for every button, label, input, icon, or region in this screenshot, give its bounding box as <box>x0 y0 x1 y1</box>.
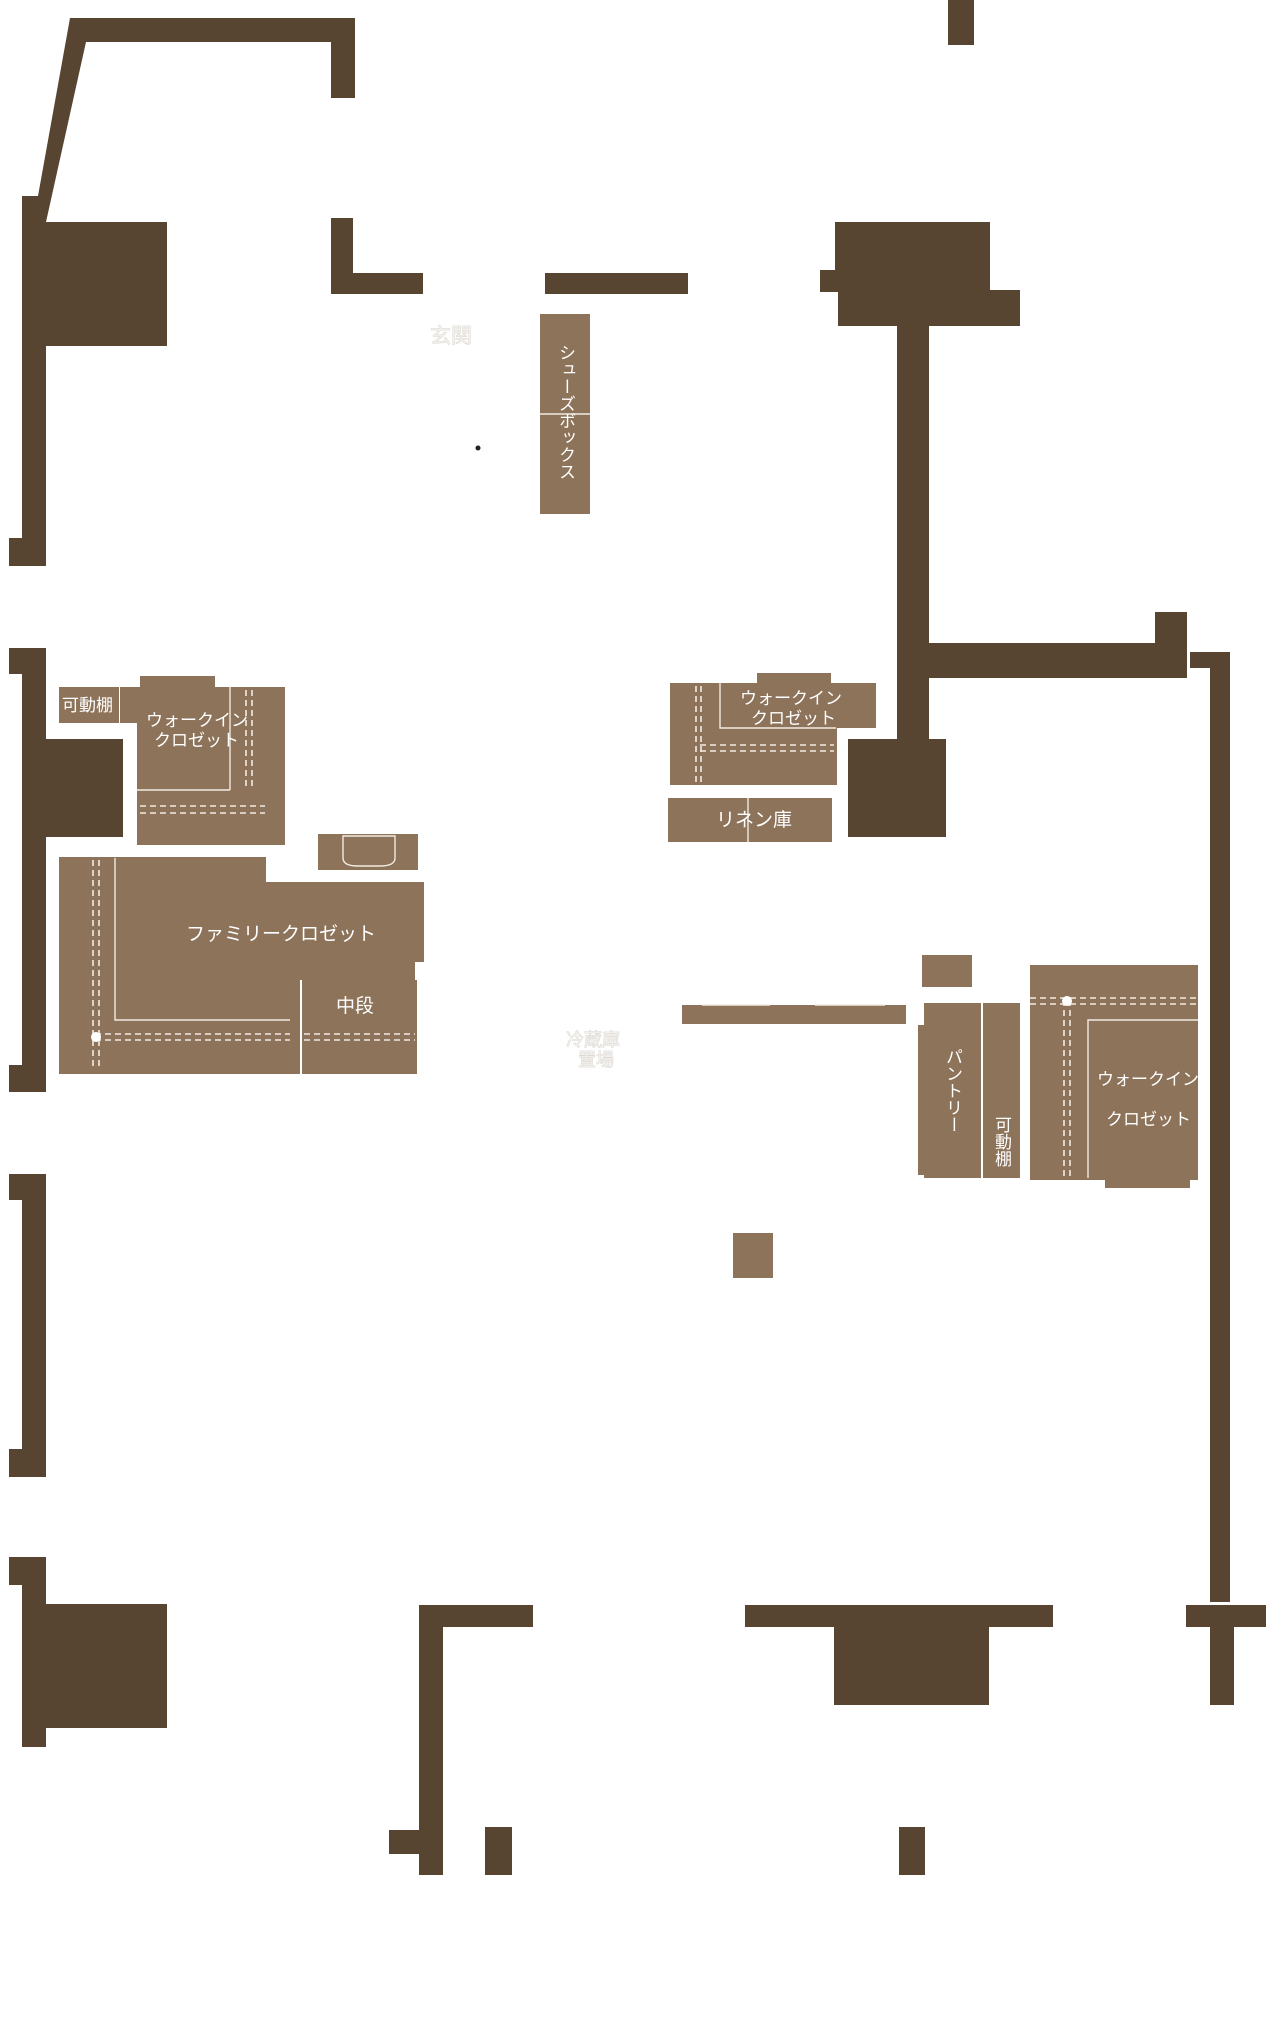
pantry-unit <box>924 1003 981 1178</box>
wall-left-bottom-head <box>9 1557 27 1585</box>
walkin-closet-right-label-2: クロゼット <box>1106 1110 1191 1130</box>
fridge-label-1: 冷蔵庫 <box>566 1030 620 1051</box>
labels: 玄関 シューズボックス 可動棚 ウォークイン クロゼット ファミリークロゼット … <box>62 324 1199 1168</box>
wall-right-corner <box>1155 612 1187 678</box>
column-left-middle <box>46 739 123 837</box>
middle-shelf-unit <box>302 980 417 1074</box>
walkin-closet-left-ext <box>120 687 140 723</box>
entrance-label: 玄関 <box>430 324 472 348</box>
wall-entrance-right <box>545 273 688 294</box>
pipe-marker-right <box>1062 996 1072 1006</box>
walls <box>9 0 1266 1875</box>
middle-shelf-label: 中段 <box>336 995 374 1017</box>
wall-left-middle-foot <box>9 1065 46 1092</box>
small-column <box>733 1233 773 1278</box>
pantry-door <box>918 1025 926 1175</box>
walkin-closet-right-label-1: ウォークイン <box>1097 1070 1199 1090</box>
walkin-closet-upper-label-1: ウォークイン <box>740 689 842 709</box>
wall-entrance-left-horiz <box>331 273 423 294</box>
entrance-dot <box>475 445 481 451</box>
storage-units <box>59 314 1198 1278</box>
wall-center-horizontal <box>929 643 1187 678</box>
wall-left-bottom <box>22 1557 46 1747</box>
wall-bottom-stub-right <box>899 1827 925 1875</box>
walkin-closet-right-unit <box>1030 965 1198 1180</box>
wall-bottom-stub-left <box>485 1827 512 1875</box>
walkin-closet-left-side <box>265 687 285 790</box>
wall-right-vertical <box>1210 652 1230 1602</box>
wall-left-lower-foot <box>9 1449 46 1477</box>
wall-left-middle-head <box>9 648 27 674</box>
wall-left-lower-head <box>9 1174 27 1200</box>
adjustable-shelf-right-label: 可動棚 <box>991 1116 1012 1168</box>
basin-counter <box>318 834 418 870</box>
walkin-closet-upper-ext <box>836 683 876 728</box>
shoebox-label: シューズボックス <box>555 344 575 480</box>
column-center <box>848 739 946 837</box>
adjustable-shelf-left-unit <box>59 687 119 723</box>
wall-right-vertical-cap <box>1190 652 1230 668</box>
wall-top-left-diagonal <box>22 18 355 222</box>
column-top-left <box>46 222 167 346</box>
walkin-closet-left-label-1: ウォークイン <box>146 711 248 731</box>
wall-bottom-horizontal-left <box>419 1605 533 1627</box>
linen-storage-unit <box>668 798 832 842</box>
wall-left-middle <box>22 648 46 1092</box>
walkin-closet-left-label-2: クロゼット <box>154 731 239 751</box>
column-bottom-left <box>46 1604 167 1728</box>
wall-top-left-stub <box>331 18 355 98</box>
walkin-closet-left-cap <box>140 676 215 688</box>
wall-bottom-right-vertical <box>1210 1605 1234 1705</box>
linen-storage-label: リネン庫 <box>716 809 792 831</box>
adjustable-shelf-left-label: 可動棚 <box>62 696 113 716</box>
wall-left-upper <box>22 196 46 566</box>
wall-left-lower <box>22 1174 46 1477</box>
pipe-marker-left <box>91 1032 101 1042</box>
walkin-closet-upper-body <box>670 728 837 785</box>
pantry-label: パントリー <box>942 1048 962 1133</box>
walkin-closet-upper-cap <box>757 673 831 685</box>
wall-bottom-horizontal-right <box>745 1605 1053 1627</box>
wall-bottom-foot-left <box>389 1830 443 1854</box>
column-top-right-lower <box>838 290 1020 326</box>
wall-left-upper-foot <box>9 538 46 566</box>
family-closet-label: ファミリークロゼット <box>186 923 376 945</box>
fridge-label-2: 置場 <box>578 1050 614 1071</box>
wall-top-small <box>948 0 974 45</box>
adjustable-shelf-right-unit <box>983 1003 1020 1178</box>
basin-icon <box>342 835 396 867</box>
walkin-closet-upper-label-2: クロゼット <box>751 709 836 729</box>
walkin-closet-left-unit <box>137 687 285 845</box>
wall-center-vertical <box>897 326 929 739</box>
small-cabinet <box>922 955 972 987</box>
walkin-closet-upper-unit <box>670 683 836 728</box>
column-bottom-center <box>834 1627 989 1705</box>
walkin-closet-right-foot <box>1105 1178 1190 1188</box>
column-top-right <box>835 222 990 292</box>
kitchen-counter <box>682 1005 906 1024</box>
wall-top-right-tab <box>820 270 838 292</box>
